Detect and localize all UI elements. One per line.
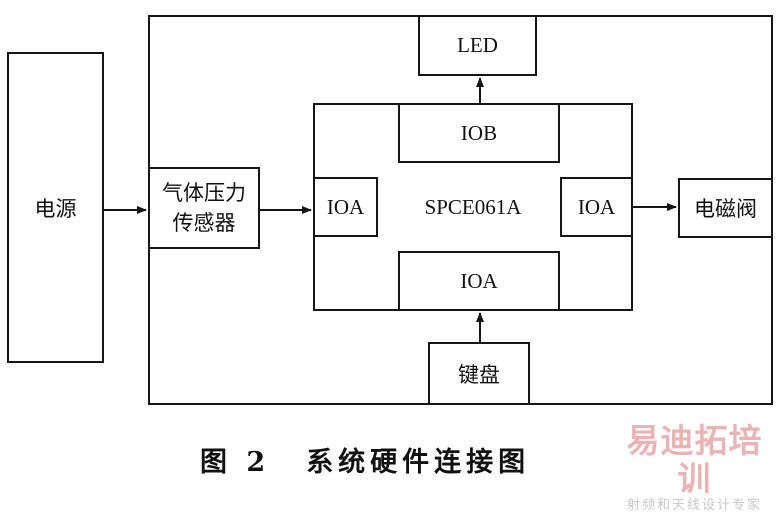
sensor-label-line2: 传感器: [172, 211, 236, 235]
gas-pressure-sensor-block: 气体压力 传感器: [148, 167, 260, 249]
solenoid-valve-label: 电磁阀: [694, 197, 757, 221]
led-block: LED: [418, 15, 537, 76]
keyboard-label: 键盘: [458, 362, 500, 387]
ioa-right-port-label: IOA: [577, 194, 616, 219]
power-supply-block: 电源: [7, 52, 104, 363]
iob-port-block: IOB: [398, 103, 560, 163]
ioa-right-port-block: IOA: [560, 177, 633, 237]
ioa-left-port-label: IOA: [326, 194, 365, 219]
watermark: 易迪拓培训 射频和天线设计专家: [612, 422, 777, 514]
figure-caption: 图 2 系统硬件连接图: [200, 440, 530, 480]
ioa-left-port-block: IOA: [313, 177, 378, 237]
ioa-bottom-port-block: IOA: [398, 251, 560, 311]
keyboard-block: 键盘: [428, 342, 530, 405]
solenoid-valve-block: 电磁阀: [678, 178, 773, 238]
figure-title: 系统硬件连接图: [306, 447, 531, 478]
iob-port-label: IOB: [460, 120, 498, 145]
watermark-subtitle: 射频和天线设计专家: [626, 498, 762, 513]
figure-number: 图 2: [200, 447, 271, 478]
ioa-bottom-port-label: IOA: [460, 268, 498, 293]
chip-label: SPCE061A: [424, 194, 522, 219]
connection-arrows: [104, 77, 677, 342]
led-label: LED: [457, 33, 498, 57]
power-supply-label: 电源: [34, 196, 77, 221]
sensor-label-line1: 气体压力: [162, 180, 246, 205]
watermark-title: 易迪拓培训: [626, 421, 763, 498]
